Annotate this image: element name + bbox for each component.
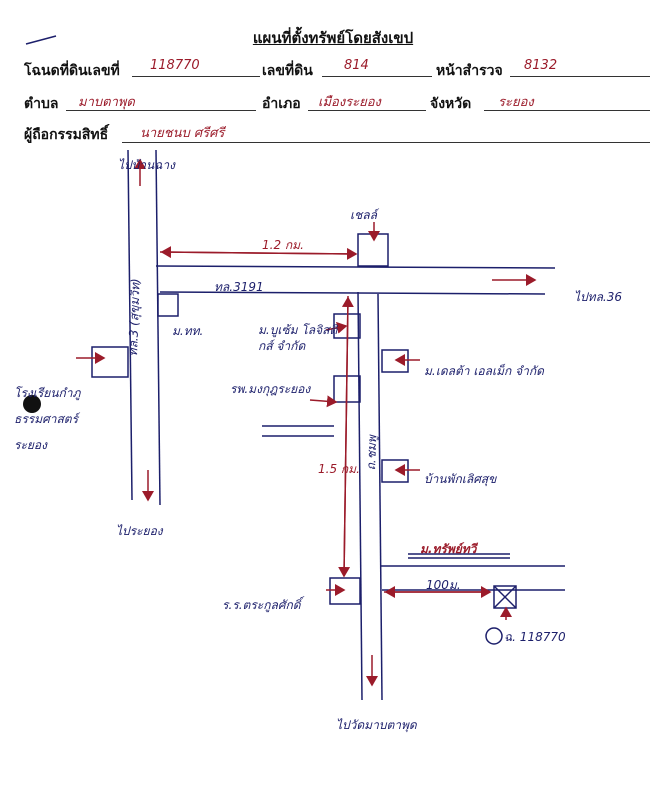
survey-page-value: 8132 xyxy=(524,58,558,73)
deed-number-value: 118770 xyxy=(150,58,200,73)
label-parcel: ฉ. 118770 xyxy=(504,630,566,644)
owner-label: ผู้ถือกรรมสิทธิ์ xyxy=(24,127,109,143)
district-label: อำเภอ xyxy=(262,96,301,112)
label-resort: บ้านพักเลิศสุข xyxy=(424,472,497,486)
label-to-banchang: ไปบ้านฉาง xyxy=(118,158,175,172)
deed-number-line xyxy=(132,76,260,77)
deed-number-label: โฉนดที่ดินเลขที่ xyxy=(24,63,120,79)
label-distance-1-5km: 1.5 กม. xyxy=(318,462,360,476)
land-number-value: 814 xyxy=(344,58,369,73)
land-number-line xyxy=(322,76,432,77)
label-village-1: ม.บูเซ้ม โลจิสติกส์ จำกัด xyxy=(258,323,338,353)
label-shell: เชลล์ xyxy=(350,208,377,222)
owner-value: นายชนบ ศรีศรี xyxy=(140,126,225,141)
district-line xyxy=(308,110,426,111)
label-to-mabtaphut: ไปวัดมาบตาพุด xyxy=(336,718,417,732)
label-road-3: ทล.3 (สุขุมวิท) xyxy=(125,278,143,357)
label-village-target: ม.ทรัพย์ทวี xyxy=(420,542,477,556)
province-line xyxy=(484,110,650,111)
district-value: เมืองระยอง xyxy=(318,95,381,110)
label-road-3191: ทล.3191 xyxy=(214,280,264,294)
label-to-road36: ไปทล.36 xyxy=(574,290,622,304)
survey-page-label: หน้าสำรวจ xyxy=(436,63,503,79)
label-company-2: ม.เดลต้า เอลเม็ก จำกัด xyxy=(424,364,544,378)
province-value: ระยอง xyxy=(498,95,534,110)
land-number-label: เลขที่ดิน xyxy=(262,63,313,79)
label-school-2: ร.ร.ตระกูลศักดิ์ xyxy=(222,598,301,612)
label-to-rayong: ไประยอง xyxy=(116,524,163,538)
subdistrict-label: ตำบล xyxy=(24,96,59,112)
label-distance-1-2km: 1.2 กม. xyxy=(262,238,304,252)
province-label: จังหวัด xyxy=(430,96,472,112)
subdistrict-line xyxy=(66,110,256,111)
location-dot-icon xyxy=(23,395,41,413)
page-title: แผนที่ตั้งทรัพย์โดยสังเขป xyxy=(252,29,414,47)
subdistrict-value: มาบตาพุด xyxy=(78,95,135,110)
label-side-road: ถ.ชมพู xyxy=(363,435,380,471)
label-school: โรงเรียนกำภู ธรรมศาสตร์ระยอง xyxy=(14,386,81,452)
survey-page-line xyxy=(510,76,650,77)
label-kttm: ม.ทท. xyxy=(172,324,204,338)
label-distance-100m: 100ม. xyxy=(426,578,461,592)
owner-line xyxy=(122,142,650,143)
label-hospital: รพ.มงกุฎระยอง xyxy=(230,382,311,396)
